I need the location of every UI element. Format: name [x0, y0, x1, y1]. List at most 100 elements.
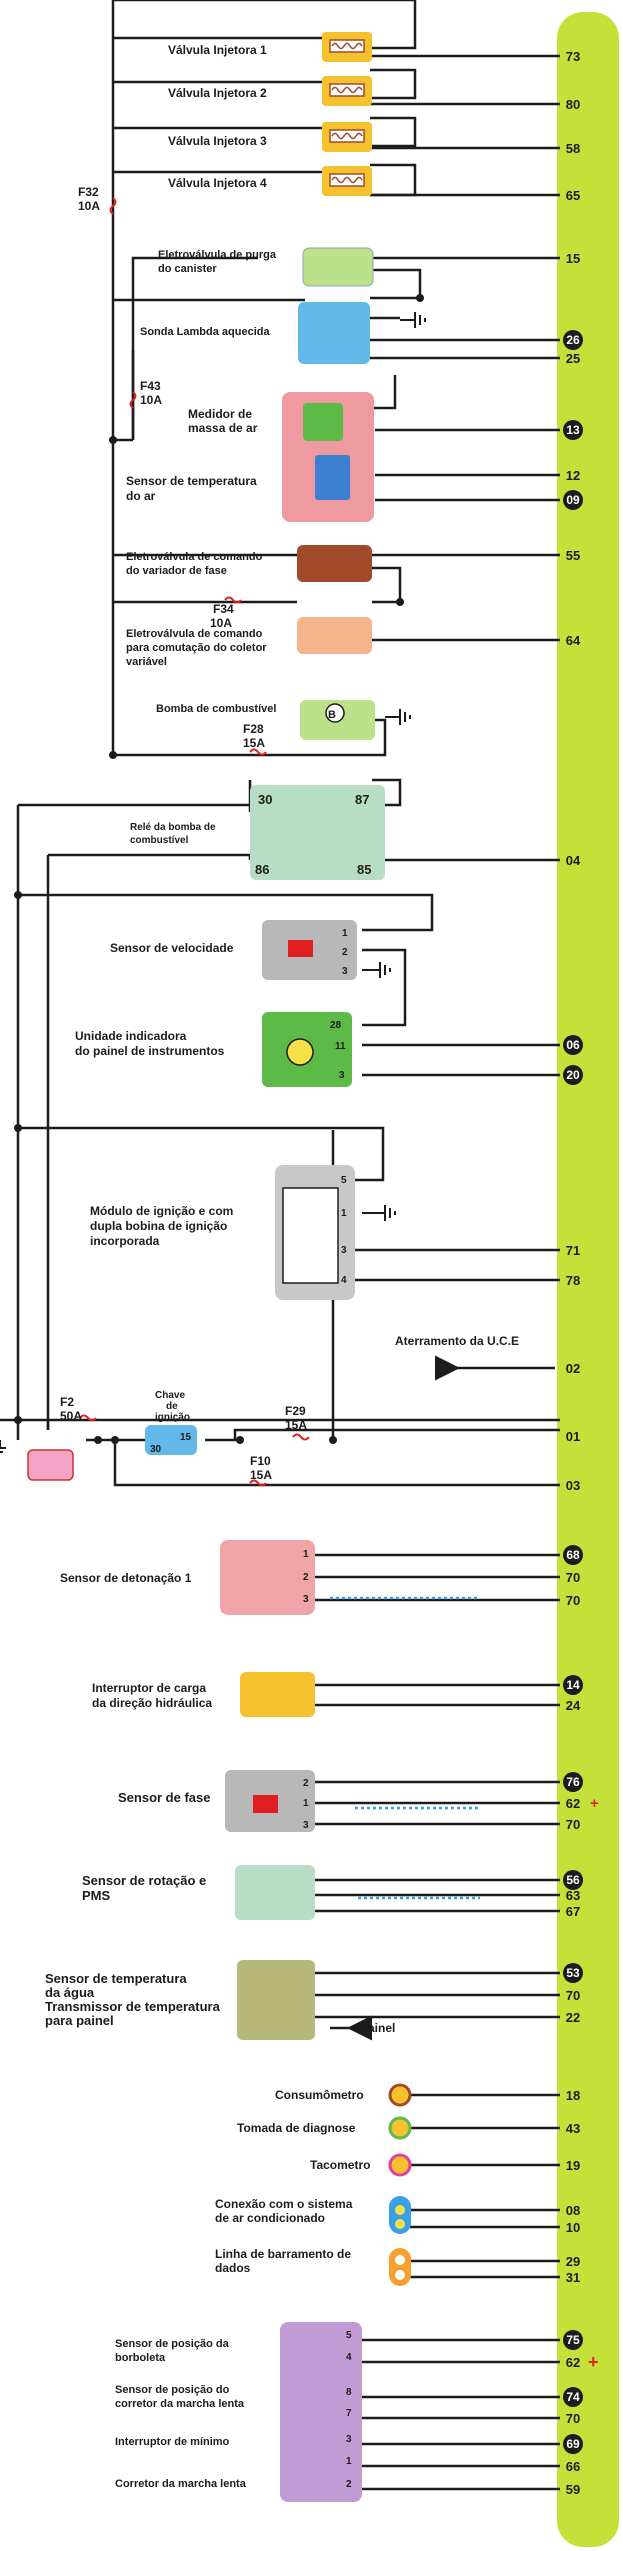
relay-terminal-87: 87	[355, 792, 369, 807]
ecu-pin: 01	[566, 1429, 580, 1444]
canister-label-2: do canister	[158, 263, 217, 275]
ecu-pin-label: 29	[566, 2254, 580, 2269]
ecu-pin: 63	[566, 1888, 580, 1903]
ecu-pin-label: 04	[566, 853, 581, 868]
fuel-pump-label: Bomba de combustível	[156, 703, 276, 715]
speed-pin-1: 1	[342, 928, 348, 939]
ignition-label-3: incorporada	[90, 1234, 160, 1248]
ecu-connector-bar	[557, 12, 619, 2547]
coolant-label-2: da água	[45, 1985, 95, 2000]
ecu-pin: 67	[566, 1904, 580, 1919]
fuel-pump-motor-icon	[325, 703, 345, 723]
ecu-pin: 70	[566, 1570, 580, 1585]
ecu-pin: 43	[566, 2121, 580, 2136]
intake-valve-label-2: para comutação do coletor	[126, 642, 267, 654]
ecu-pin: 64	[566, 633, 581, 648]
ecu-pin-label: 63	[566, 1888, 580, 1903]
battery-icon	[27, 1449, 74, 1481]
phase-sensor-pin-2: 2	[303, 1778, 309, 1789]
ecu-pin: 65	[566, 188, 580, 203]
phase-sensor-pin-1: 1	[303, 1798, 309, 1809]
ecu-pin: 20	[563, 1065, 583, 1085]
diagnose-label: Tomada de diagnose	[237, 2121, 356, 2135]
tps-label-6: Corretor da marcha lenta	[115, 2478, 247, 2490]
rpm-label-1: Sensor de rotação e	[82, 1873, 206, 1888]
ecu-pin-label: 70	[566, 1988, 580, 2003]
tps-label-1: Sensor de posição da	[115, 2338, 230, 2350]
ecu-pin-label: 26	[566, 333, 580, 347]
ecu-pin-label: 76	[566, 1775, 580, 1789]
ecu-pin-label: 74	[566, 2390, 580, 2404]
ecu-pin-label: 24	[566, 1698, 581, 1713]
arrow-layer	[330, 1355, 555, 2041]
ecu-pin-label: 64	[566, 633, 581, 648]
ignition-pin-1: 1	[341, 1208, 347, 1219]
ecu-pin: 04	[566, 853, 581, 868]
tps-label-5: Interruptor de mínimo	[115, 2436, 230, 2448]
ecu-pin: 70	[566, 2411, 580, 2426]
fuse-f34-name: F34	[213, 602, 234, 616]
relay-terminal-30: 30	[258, 792, 272, 807]
lambda-label: Sonda Lambda aquecida	[140, 326, 270, 338]
ecu-pin-label: 62	[566, 2355, 580, 2370]
ecu-pin-label: 13	[566, 423, 580, 437]
ecu-pin: 09	[563, 490, 583, 510]
ecu-pin: 25	[566, 351, 580, 366]
key-terminal-30: 30	[150, 1444, 162, 1455]
ecu-pin: 26	[563, 330, 583, 350]
ecu-pin-label: 56	[566, 1873, 580, 1887]
fuse-f43-name: F43	[140, 379, 161, 393]
ecu-pin: 14	[563, 1675, 583, 1695]
ecu-pin-label: 69	[566, 2437, 580, 2451]
ecu-pin-layer: 7380586515262513120955640406207178020103…	[563, 49, 583, 2497]
ac-label-1: Conexão com o sistema	[215, 2197, 353, 2211]
ignition-label-2: dupla bobina de ignição	[90, 1219, 227, 1233]
cluster-label-1: Unidade indicadora	[75, 1029, 187, 1043]
knock-pin-3: 3	[303, 1594, 309, 1605]
ecu-pin-label: 55	[566, 548, 580, 563]
fuse-f28-rating: 15A	[243, 736, 265, 750]
connector-dots	[388, 2083, 412, 2286]
canister-valve-box	[302, 247, 374, 287]
ecu-pin: 66	[566, 2459, 580, 2474]
injector-4-box	[322, 166, 372, 196]
air-temp-label-1: Sensor de temperatura	[126, 474, 257, 488]
phase-valve-label-2: do variador de fase	[126, 565, 227, 577]
ecu-pin: 12	[566, 468, 580, 483]
ecu-pin: 58	[566, 141, 580, 156]
rpm-label-2: PMS	[82, 1888, 111, 1903]
air-temp-element	[315, 455, 350, 500]
ecu-pin-label: 09	[566, 493, 580, 507]
ecu-pin: 18	[566, 2088, 580, 2103]
coolant-label-1: Sensor de temperatura	[45, 1971, 187, 1986]
tps-pin-8: 8	[346, 2387, 352, 2398]
ecu-pin: 08	[566, 2203, 580, 2218]
ecu-pin-label: 70	[566, 1570, 580, 1585]
tps-label-2: borboleta	[115, 2352, 166, 2364]
relay-label-1: Relé da bomba de	[130, 822, 216, 833]
tps-box	[280, 2322, 362, 2502]
fuse-f32-name: F32	[78, 185, 99, 199]
ground-symbols	[0, 312, 426, 1453]
ignition-pin-3: 3	[341, 1245, 347, 1256]
ecu-pin-label: 58	[566, 141, 580, 156]
phase-valve-box	[297, 545, 372, 582]
tps-pin-3: 3	[346, 2434, 352, 2445]
ecu-pin: 70	[566, 1593, 580, 1608]
ecu-pin-label: 15	[566, 251, 580, 266]
panel-label: Painel	[360, 2021, 395, 2035]
ecu-pin: 62	[566, 1796, 580, 1811]
ecu-pin: 24	[566, 1698, 581, 1713]
ecu-pin-label: 03	[566, 1478, 580, 1493]
ecu-pin: 59	[566, 2482, 580, 2497]
ecu-pin: 74	[563, 2387, 583, 2407]
ecu-pin-label: 14	[566, 1678, 580, 1692]
ecu-pin: 55	[566, 548, 580, 563]
maf-k-box	[303, 403, 343, 441]
ecu-pin-label: 43	[566, 2121, 580, 2136]
power-steering-box	[240, 1672, 315, 1717]
phase-sensor-label: Sensor de fase	[118, 1790, 211, 1805]
intake-valve-label-3: variável	[126, 656, 167, 668]
ecu-pin: 53	[563, 1963, 583, 1983]
maf-label-1: Medidor de	[188, 407, 252, 421]
